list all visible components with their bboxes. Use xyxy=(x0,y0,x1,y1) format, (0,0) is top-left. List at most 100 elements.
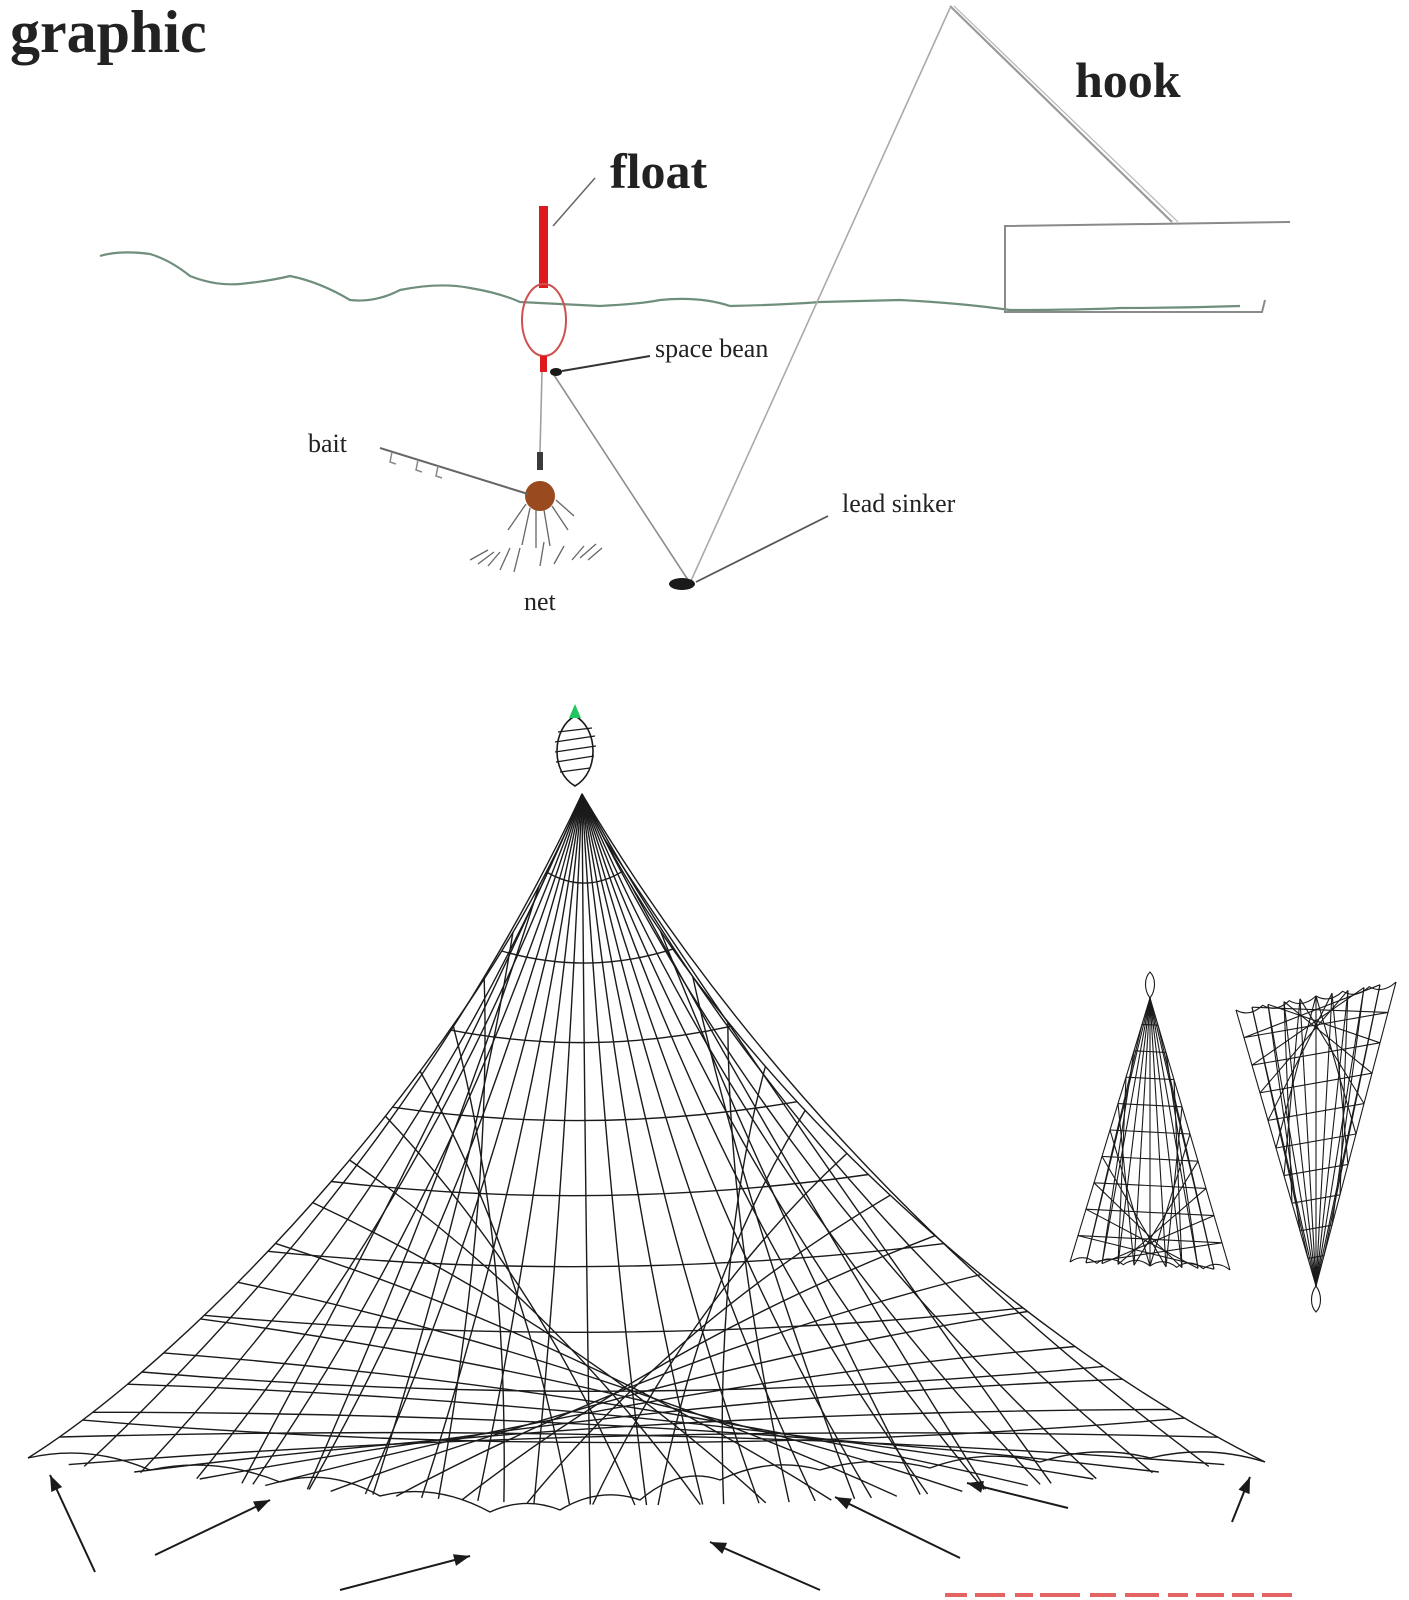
net-left-edge xyxy=(27,793,583,1459)
net-mesh-strand xyxy=(312,1201,767,1504)
net-mesh-strand xyxy=(395,1273,982,1497)
small-net-strand xyxy=(1315,995,1357,1135)
net-mesh-strand xyxy=(163,1352,1028,1487)
fishing-rod xyxy=(949,5,1173,223)
net-mesh-ring xyxy=(449,1025,732,1044)
net-rib xyxy=(581,793,929,1495)
net-mesh-ring xyxy=(141,1365,1104,1392)
net-mesh-ring xyxy=(204,1307,1023,1333)
space-bean xyxy=(550,368,562,376)
net-rib xyxy=(252,793,583,1485)
arrow-shaft xyxy=(49,1474,96,1573)
arrow-shaft xyxy=(709,1541,821,1591)
net-rib xyxy=(581,793,1153,1474)
hook-label: hook xyxy=(1075,52,1181,108)
net-mesh-strand xyxy=(604,839,1052,1484)
small-net-knot xyxy=(1144,971,1156,999)
bait-label: bait xyxy=(308,429,348,458)
swivel xyxy=(537,452,543,470)
net-mesh-strand xyxy=(199,1378,1123,1480)
float-label: float xyxy=(610,143,708,199)
small-cast-net-closed xyxy=(1069,971,1231,1271)
arrow xyxy=(709,1541,821,1591)
net-mesh-strand xyxy=(134,1408,1171,1473)
net-mesh-ring xyxy=(82,1417,1185,1444)
small-net-rib xyxy=(1149,997,1167,1267)
arrow-head xyxy=(1238,1477,1250,1495)
net-mesh-strand xyxy=(592,1152,848,1505)
float-loop xyxy=(521,283,567,357)
small-net-ring xyxy=(1243,1011,1389,1039)
arrow-shaft xyxy=(834,1496,961,1559)
net-rib xyxy=(581,793,985,1490)
small-net-strand xyxy=(1251,1006,1389,1013)
net-rib xyxy=(364,793,583,1495)
arrow-shaft xyxy=(154,1499,271,1556)
net-top-knot-wrap xyxy=(554,727,597,773)
net-mesh-ring xyxy=(331,1173,869,1197)
sinker-to-float-line xyxy=(551,371,691,584)
small-net-strand xyxy=(1093,1182,1183,1268)
net-mesh-strand xyxy=(727,1021,790,1503)
net-mesh-strand xyxy=(241,839,563,1484)
net-mesh-ring xyxy=(392,1101,798,1122)
small-net-ring xyxy=(1259,1072,1373,1094)
net-rib xyxy=(581,793,760,1504)
main-fishing-line xyxy=(689,7,951,584)
net-rib xyxy=(581,793,1210,1467)
net-mesh-strand xyxy=(275,1242,832,1501)
arrow-head xyxy=(967,1481,984,1493)
lead-sinker-label: lead sinker xyxy=(842,489,956,518)
heading-label: graphic xyxy=(10,0,207,65)
net-mesh-strand xyxy=(349,1159,701,1506)
red-marking xyxy=(945,1593,1292,1597)
small-net-strand xyxy=(1275,995,1317,1149)
net-mesh-strand xyxy=(461,1235,936,1501)
net-rib xyxy=(477,793,583,1502)
arrow xyxy=(49,1474,96,1573)
small-net-rib xyxy=(1315,987,1365,1287)
net-mesh-ring xyxy=(267,1242,945,1268)
net-rib xyxy=(581,793,1041,1485)
lead-line-arrows xyxy=(49,1474,1251,1591)
arrow xyxy=(339,1554,471,1591)
net-rib xyxy=(420,793,583,1499)
small-net-ring xyxy=(1093,1182,1207,1189)
arrow-head xyxy=(835,1497,852,1510)
net-mesh-strand xyxy=(330,1310,1028,1492)
net-rib xyxy=(308,793,583,1490)
small-net-strand xyxy=(1243,984,1381,1039)
net-rib xyxy=(581,793,873,1499)
net-lead-line xyxy=(27,1451,1266,1513)
rig-diagram: graphic float hook space bean bait xyxy=(10,0,1291,616)
bait-ball xyxy=(525,481,555,511)
net-mesh-strand xyxy=(372,932,514,1495)
small-net-strand xyxy=(1149,1133,1191,1267)
net-rib xyxy=(196,793,583,1480)
arrow-head xyxy=(453,1554,470,1566)
space-bean-label: space bean xyxy=(655,334,768,363)
arrow-head xyxy=(710,1542,728,1554)
small-net-knot xyxy=(1310,1285,1322,1313)
small-net-ring xyxy=(1077,1235,1223,1244)
net-rib xyxy=(83,793,583,1467)
net-mesh-strand xyxy=(68,1432,1218,1466)
net-mesh-ring xyxy=(501,948,674,964)
bait-hooks xyxy=(389,451,443,479)
bait-line xyxy=(379,447,529,495)
net-label: net xyxy=(524,587,557,616)
boat-outline xyxy=(1004,221,1291,313)
net-mesh-strand xyxy=(265,1345,1076,1487)
net-mesh-strand xyxy=(237,1281,898,1497)
float-bottom-stem xyxy=(540,356,547,372)
small-net-strand xyxy=(1085,1242,1223,1264)
net-mesh-strand xyxy=(127,1383,1094,1480)
float-pointer xyxy=(552,177,596,227)
net-mesh-strand xyxy=(657,1110,806,1506)
arrow-head xyxy=(50,1475,63,1492)
arrow xyxy=(834,1496,961,1559)
float-stick xyxy=(539,206,548,288)
lead-sinker-pointer xyxy=(695,515,829,583)
small-net-ring xyxy=(1101,1155,1199,1162)
